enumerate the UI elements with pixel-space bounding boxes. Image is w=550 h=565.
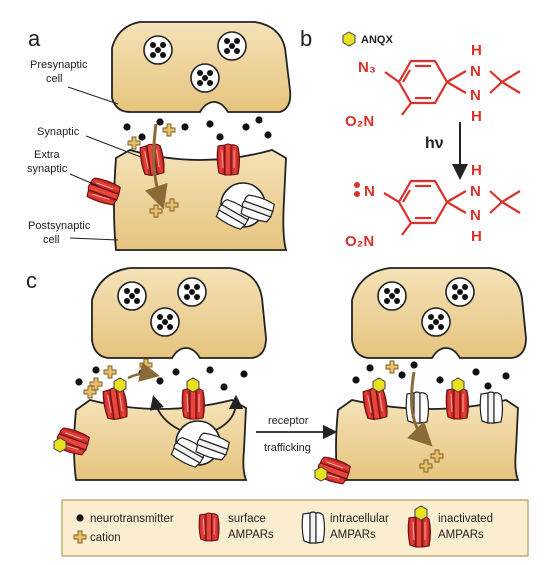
cation <box>385 360 399 374</box>
n-top: N <box>470 63 481 80</box>
cation <box>139 358 153 372</box>
legend-neurotransmitter-icon <box>76 514 84 522</box>
cation <box>103 365 117 379</box>
anqx-bound-icon <box>372 377 386 393</box>
label-receptor: receptor <box>268 415 309 427</box>
o2n-group-2: O₂N <box>345 233 374 250</box>
nitrene-structure <box>383 179 521 236</box>
anqx-bound-icon <box>451 377 465 393</box>
presynaptic-cell-c-left <box>91 267 267 359</box>
panel-b-label: b <box>300 26 312 51</box>
nitrene-n: N <box>364 183 375 200</box>
vesicle <box>217 31 247 61</box>
neurotransmitters-c-right <box>352 361 510 390</box>
intracellular-ampar <box>405 391 430 424</box>
nh-top-2: H <box>471 162 482 179</box>
cation <box>127 136 141 150</box>
neurotransmitters-a <box>123 116 272 141</box>
anqx-structure <box>384 59 521 116</box>
cation-flow-arrow <box>144 123 168 210</box>
trafficking-arrow <box>215 394 244 431</box>
label-trafficking: trafficking <box>264 442 311 454</box>
legend-inactivated-ampar-icon <box>407 515 432 548</box>
radical-dot <box>354 191 360 197</box>
leader-line <box>85 135 142 158</box>
vesicle <box>421 307 451 337</box>
n-top-2: N <box>470 183 481 200</box>
legend-box <box>61 499 529 557</box>
anqx-bound-icon <box>113 377 127 393</box>
vesicle <box>377 281 407 311</box>
nh-bottom: H <box>471 108 482 125</box>
legend-surface-1: surface <box>228 513 266 525</box>
o2n-group: O₂N <box>345 113 374 130</box>
legend-inactivated-2: AMPARs <box>438 529 484 541</box>
anqx-bound-icon <box>186 377 200 393</box>
legend-anqx-icon <box>414 505 428 521</box>
label-presynaptic: Presynaptic <box>30 59 88 71</box>
label-extra: Extra <box>34 149 61 161</box>
n-bottom: N <box>470 87 481 104</box>
nh-bottom-2: H <box>471 228 482 245</box>
n-bottom-2: N <box>470 207 481 224</box>
panel-c-label: c <box>26 268 37 293</box>
anqx-hexagon-icon <box>342 31 356 47</box>
legend-surface-ampar-icon <box>198 512 220 542</box>
legend-intracellular-1: intracellular <box>330 513 389 525</box>
legend-inactivated-1: inactivated <box>438 513 493 525</box>
vesicle <box>445 277 475 307</box>
cation <box>162 123 176 137</box>
label-presynaptic-cell: cell <box>46 73 63 85</box>
vesicle <box>190 63 220 93</box>
n3-group: N₃ <box>358 59 376 76</box>
label-synaptic: Synaptic <box>37 126 80 138</box>
leader-line <box>69 237 119 241</box>
legend-neurotransmitter: neurotransmitter <box>90 513 174 525</box>
label-postsynaptic: Postsynaptic <box>28 220 91 232</box>
vesicle <box>150 307 180 337</box>
label-anqx: ANQX <box>361 34 393 46</box>
inactivated-ampar <box>445 387 470 420</box>
inactivated-ampar <box>181 387 206 420</box>
synaptic-ampar <box>216 143 241 176</box>
panel-a-label: a <box>28 26 41 51</box>
label-postsynaptic-cell: cell <box>43 234 60 246</box>
hv-label: hν <box>425 135 444 152</box>
vesicle <box>117 281 147 311</box>
cation-flow-arrow <box>407 371 433 447</box>
trafficking-arrow <box>149 395 181 431</box>
vesicle <box>143 35 173 65</box>
vesicle <box>177 277 207 307</box>
anqx-bound-icon <box>53 437 67 453</box>
neurotransmitters-c-left <box>75 366 248 391</box>
leader-line <box>69 173 99 187</box>
label-extra-synaptic: synaptic <box>27 163 68 175</box>
leader-line <box>67 86 119 105</box>
radical-dot <box>354 182 360 188</box>
legend-intracellular-ampar-icon <box>301 511 326 544</box>
intracellular-ampar <box>479 391 504 424</box>
cation-flow-arrow <box>127 362 160 382</box>
legend-cation: cation <box>90 532 121 544</box>
anqx-bound-icon <box>314 466 328 482</box>
legend-surface-2: AMPARs <box>228 529 274 541</box>
legend-intracellular-2: AMPARs <box>330 529 376 541</box>
nh-top: H <box>471 42 482 59</box>
